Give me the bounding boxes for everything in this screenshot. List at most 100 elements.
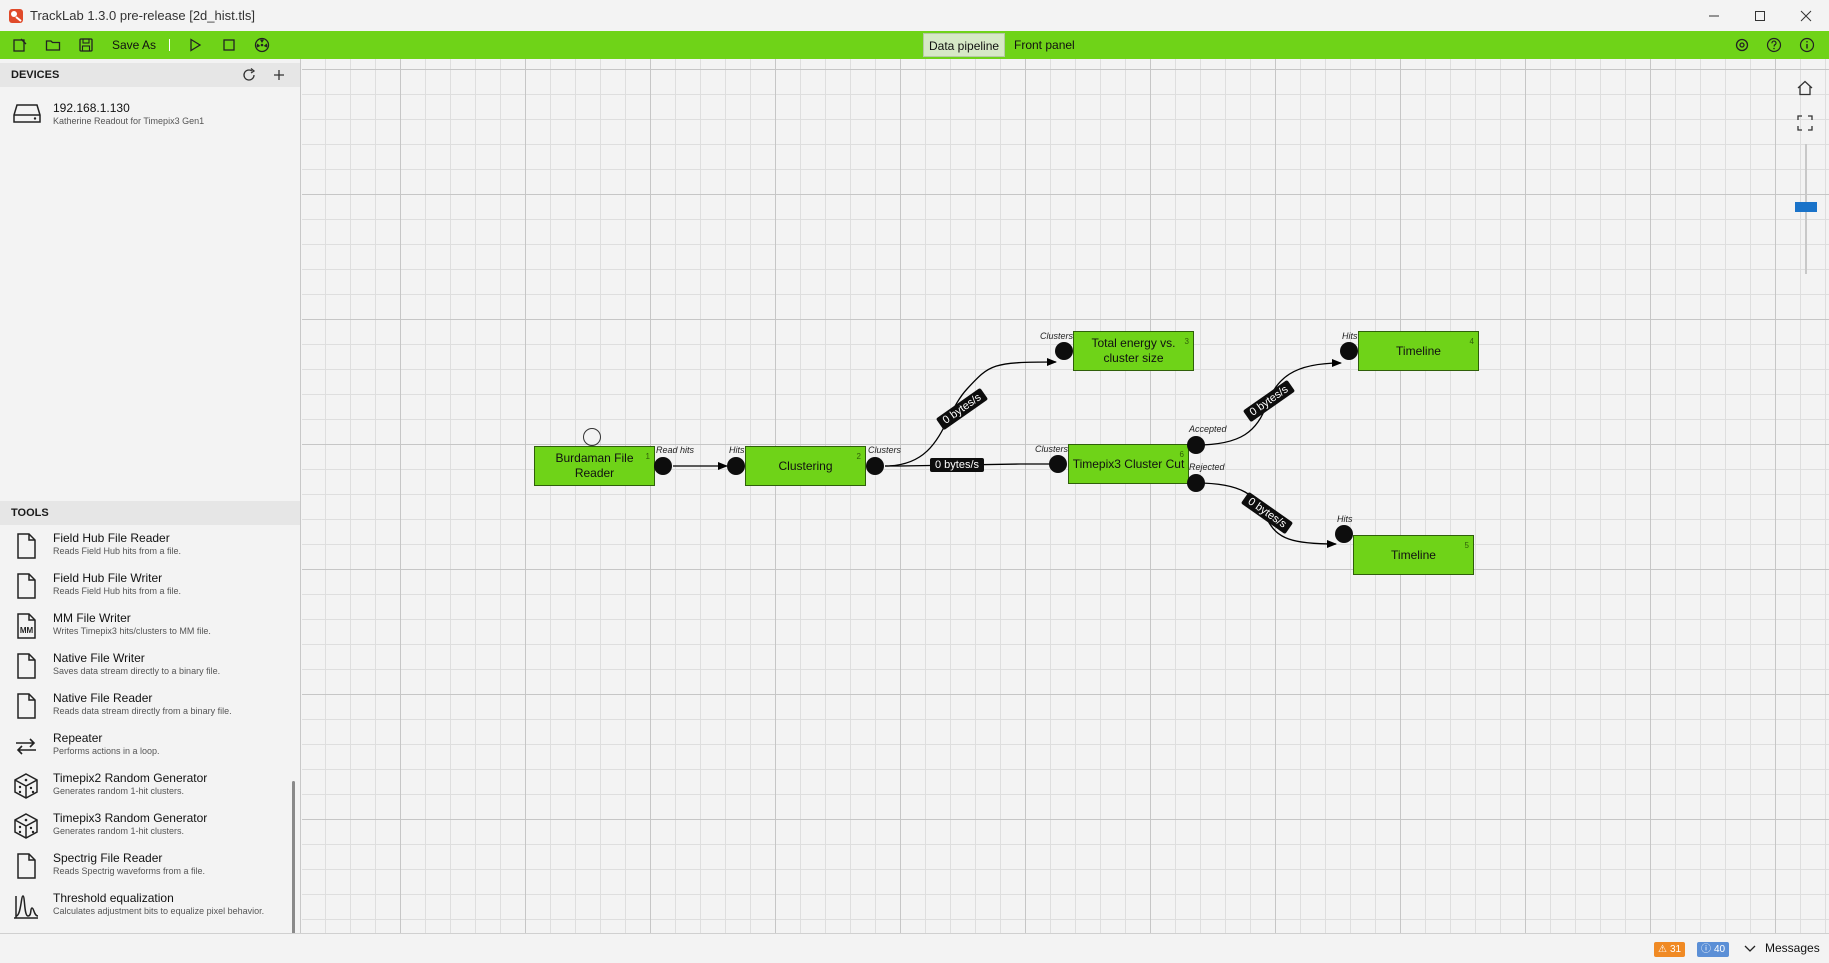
chevron-down-icon[interactable] <box>1744 944 1756 954</box>
minimize-button[interactable] <box>1691 0 1737 31</box>
fit-view-icon[interactable] <box>1796 114 1814 132</box>
maximize-button[interactable] <box>1737 0 1783 31</box>
zoom-slider-thumb[interactable] <box>1795 202 1817 212</box>
energy-input-port[interactable] <box>1055 342 1073 360</box>
reader-trigger-port[interactable] <box>583 428 601 446</box>
status-bar: ⚠ 31 ⓘ 40 Messages <box>0 933 1829 963</box>
app-logo-icon <box>9 8 23 23</box>
timeline4-input-port[interactable] <box>1340 342 1358 360</box>
port-label-rejected: Rejected <box>1189 462 1225 472</box>
gear-icon <box>1735 38 1749 52</box>
clustering-input-port[interactable] <box>727 457 745 475</box>
folder-icon <box>45 40 61 51</box>
tool-name: MM File Writer <box>53 611 131 625</box>
radiation-button[interactable] <box>252 35 272 55</box>
node-timeline-5[interactable]: Timeline 5 <box>1353 535 1474 575</box>
messages-toggle[interactable]: Messages <box>1765 941 1820 955</box>
node-total-energy-vs-cluster-size[interactable]: Total energy vs. cluster size 3 <box>1073 331 1194 371</box>
home-icon[interactable] <box>1796 79 1814 97</box>
settings-button[interactable] <box>1732 35 1752 55</box>
tools-header: TOOLS <box>0 501 300 525</box>
pipeline-canvas[interactable]: Burdaman File Reader 1 Read hits Hits Cl… <box>302 59 1829 933</box>
cut-rejected-port[interactable] <box>1187 474 1205 492</box>
warnings-count: 31 <box>1669 944 1682 955</box>
file-icon <box>12 572 40 600</box>
file-icon <box>12 692 40 720</box>
maximize-icon <box>1755 10 1765 21</box>
devices-header: DEVICES <box>0 63 300 87</box>
tool-name: Native File Reader <box>53 691 153 705</box>
refresh-icon[interactable] <box>241 67 257 83</box>
tool-description: Writes Timepix3 hits/clusters to MM file… <box>53 626 211 636</box>
clustering-output-port[interactable] <box>866 457 884 475</box>
new-button[interactable] <box>10 35 30 55</box>
tools-scrollbar[interactable] <box>292 781 295 949</box>
tool-description: Reads data stream directly from a binary… <box>53 706 232 716</box>
question-icon <box>1766 37 1782 53</box>
help-button[interactable] <box>1764 35 1784 55</box>
close-button[interactable] <box>1783 0 1829 31</box>
node-label: Total energy vs. cluster size <box>1091 336 1176 365</box>
node-number: 3 <box>1184 337 1189 346</box>
port-label-hits-timeline5: Hits <box>1337 514 1353 524</box>
cut-accepted-port[interactable] <box>1187 436 1205 454</box>
run-button[interactable] <box>185 35 205 55</box>
node-timepix3-cluster-cut[interactable]: Timepix3 Cluster Cut 6 <box>1068 444 1189 484</box>
stop-button[interactable] <box>219 35 239 55</box>
tool-description: Generates random 1-hit clusters. <box>53 826 185 836</box>
port-label-clusters-cut: Clusters <box>1035 444 1069 454</box>
histogram-icon <box>12 892 40 920</box>
play-icon <box>190 38 202 52</box>
file-icon <box>12 852 40 880</box>
minimize-icon <box>1709 15 1719 16</box>
node-label: Timepix3 Cluster Cut <box>1072 456 1185 471</box>
device-item[interactable]: 192.168.1.130 Katherine Readout for Time… <box>0 93 300 133</box>
info-badge[interactable]: ⓘ 40 <box>1697 942 1730 957</box>
save-button[interactable] <box>76 35 96 55</box>
node-number: 4 <box>1469 337 1474 346</box>
repeat-icon <box>12 732 40 760</box>
port-label-clusters-energy: Clusters <box>1040 331 1074 341</box>
title-bar: TrackLab 1.3.0 pre-release [2d_hist.tls] <box>0 0 1829 31</box>
node-label: Burdaman File Reader <box>555 451 634 480</box>
node-timeline-4[interactable]: Timeline 4 <box>1358 331 1479 371</box>
info-icon <box>1799 37 1815 53</box>
open-button[interactable] <box>43 35 63 55</box>
device-icon <box>13 104 41 123</box>
info-small-icon: ⓘ <box>1701 944 1711 955</box>
add-device-icon[interactable] <box>271 67 287 83</box>
radiation-icon <box>254 37 270 53</box>
reader-output-port[interactable] <box>654 457 672 475</box>
cut-input-port[interactable] <box>1049 455 1067 473</box>
window-title: TrackLab 1.3.0 pre-release [2d_hist.tls] <box>30 8 255 23</box>
save-as-button[interactable]: Save As <box>112 38 157 52</box>
warning-icon: ⚠ <box>1658 944 1667 955</box>
warnings-badge[interactable]: ⚠ 31 <box>1654 942 1686 957</box>
tool-name: Spectrig File Reader <box>53 851 163 865</box>
node-clustering[interactable]: Clustering 2 <box>745 446 866 486</box>
node-burdaman-file-reader[interactable]: Burdaman File Reader 1 <box>534 446 655 486</box>
node-label: Clustering <box>778 458 833 473</box>
dice-icon <box>12 812 40 840</box>
link-clustering-energy <box>884 358 1057 467</box>
tab-front-panel[interactable]: Front panel <box>1014 38 1075 52</box>
node-label: Timeline <box>1391 547 1436 562</box>
tab-data-pipeline[interactable]: Data pipeline <box>923 33 1006 57</box>
timeline5-input-port[interactable] <box>1335 525 1353 543</box>
about-button[interactable] <box>1797 35 1817 55</box>
tool-name: Timepix2 Random Generator <box>53 771 208 785</box>
svg-text:MM: MM <box>20 626 34 635</box>
tool-name: Threshold equalization <box>53 891 174 905</box>
port-label-hits: Hits <box>729 445 745 455</box>
toolbar-separator <box>169 39 170 51</box>
